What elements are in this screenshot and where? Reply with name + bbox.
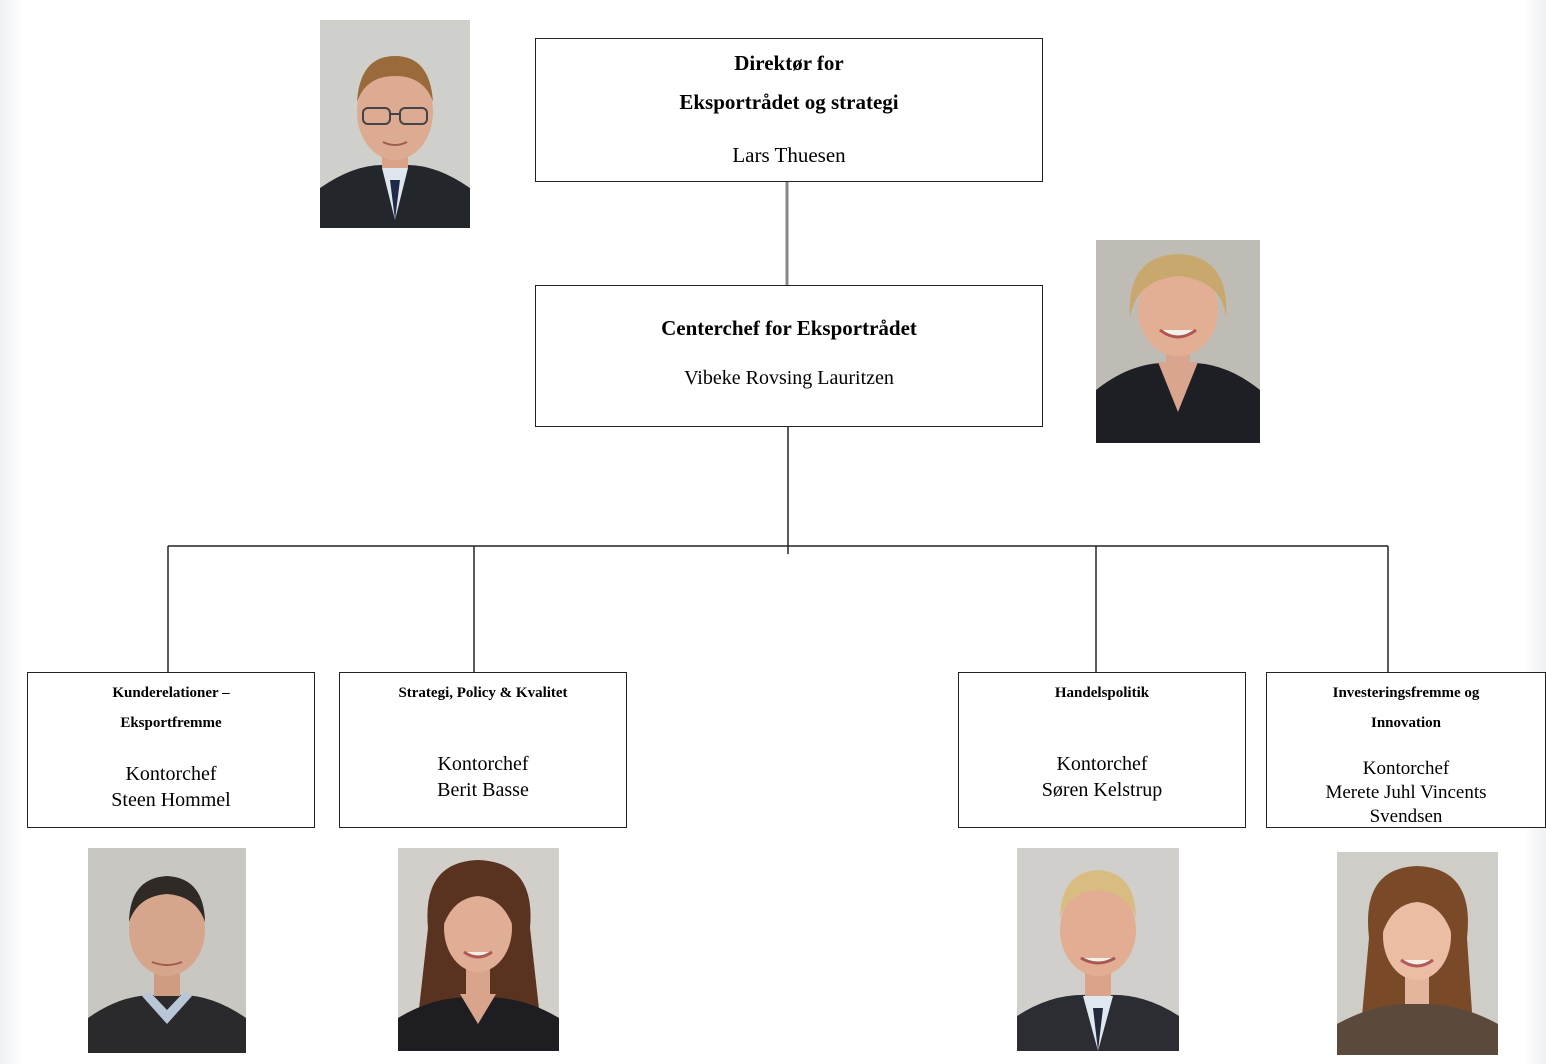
office-title-line1: Kunderelationer – (112, 685, 230, 701)
director-name: Lars Thuesen (732, 143, 846, 167)
office-head-name-line1: Merete Juhl Vincents (1325, 782, 1487, 803)
office-head-name: Steen Hommel (111, 789, 231, 811)
portrait-soeren-kelstrup-icon (1017, 848, 1179, 1051)
office-title-line1: Handelspolitik (1054, 685, 1150, 701)
center-chief-title: Centerchef for Eksportrådet (661, 316, 917, 340)
portrait-vibeke-rovsing-lauritzen-icon (1096, 240, 1260, 443)
portrait-steen-hommel-icon (88, 848, 246, 1053)
office-head-name: Søren Kelstrup (1041, 779, 1163, 801)
office-box-kunderelationer: Kunderelationer – Eksportfremme Kontorch… (27, 672, 315, 828)
portrait-berit-basse-icon (398, 848, 559, 1051)
office-title-line1: Investeringsfremme og (1332, 685, 1480, 701)
office-box-handelspolitik: Handelspolitik Kontorchef Søren Kelstrup (958, 672, 1246, 828)
office-title-line2: Innovation (1370, 715, 1442, 731)
office-head-name-line2: Svendsen (1369, 806, 1443, 827)
office-role: Kontorchef (1362, 758, 1450, 779)
portrait-lars-thuesen-icon (320, 20, 470, 228)
center-chief-box: Centerchef for Eksportrådet Vibeke Rovsi… (535, 285, 1043, 427)
office-role: Kontorchef (437, 753, 529, 775)
office-role: Kontorchef (125, 763, 217, 785)
director-box: Direktør for Eksportrådet og strategi La… (535, 38, 1043, 182)
director-title-line1: Direktør for (734, 51, 844, 75)
office-box-strategi: Strategi, Policy & Kvalitet Kontorchef B… (339, 672, 627, 828)
office-box-investering: Investeringsfremme og Innovation Kontorc… (1266, 672, 1546, 828)
director-title-line2: Eksportrådet og strategi (679, 90, 899, 114)
office-title-line1: Strategi, Policy & Kvalitet (398, 685, 568, 701)
office-head-name: Berit Basse (437, 779, 529, 801)
office-role: Kontorchef (1056, 753, 1148, 775)
portrait-merete-juhl-vincents-svendsen-icon (1337, 852, 1498, 1055)
center-chief-name: Vibeke Rovsing Lauritzen (684, 367, 894, 389)
office-title-line2: Eksportfremme (120, 715, 222, 731)
